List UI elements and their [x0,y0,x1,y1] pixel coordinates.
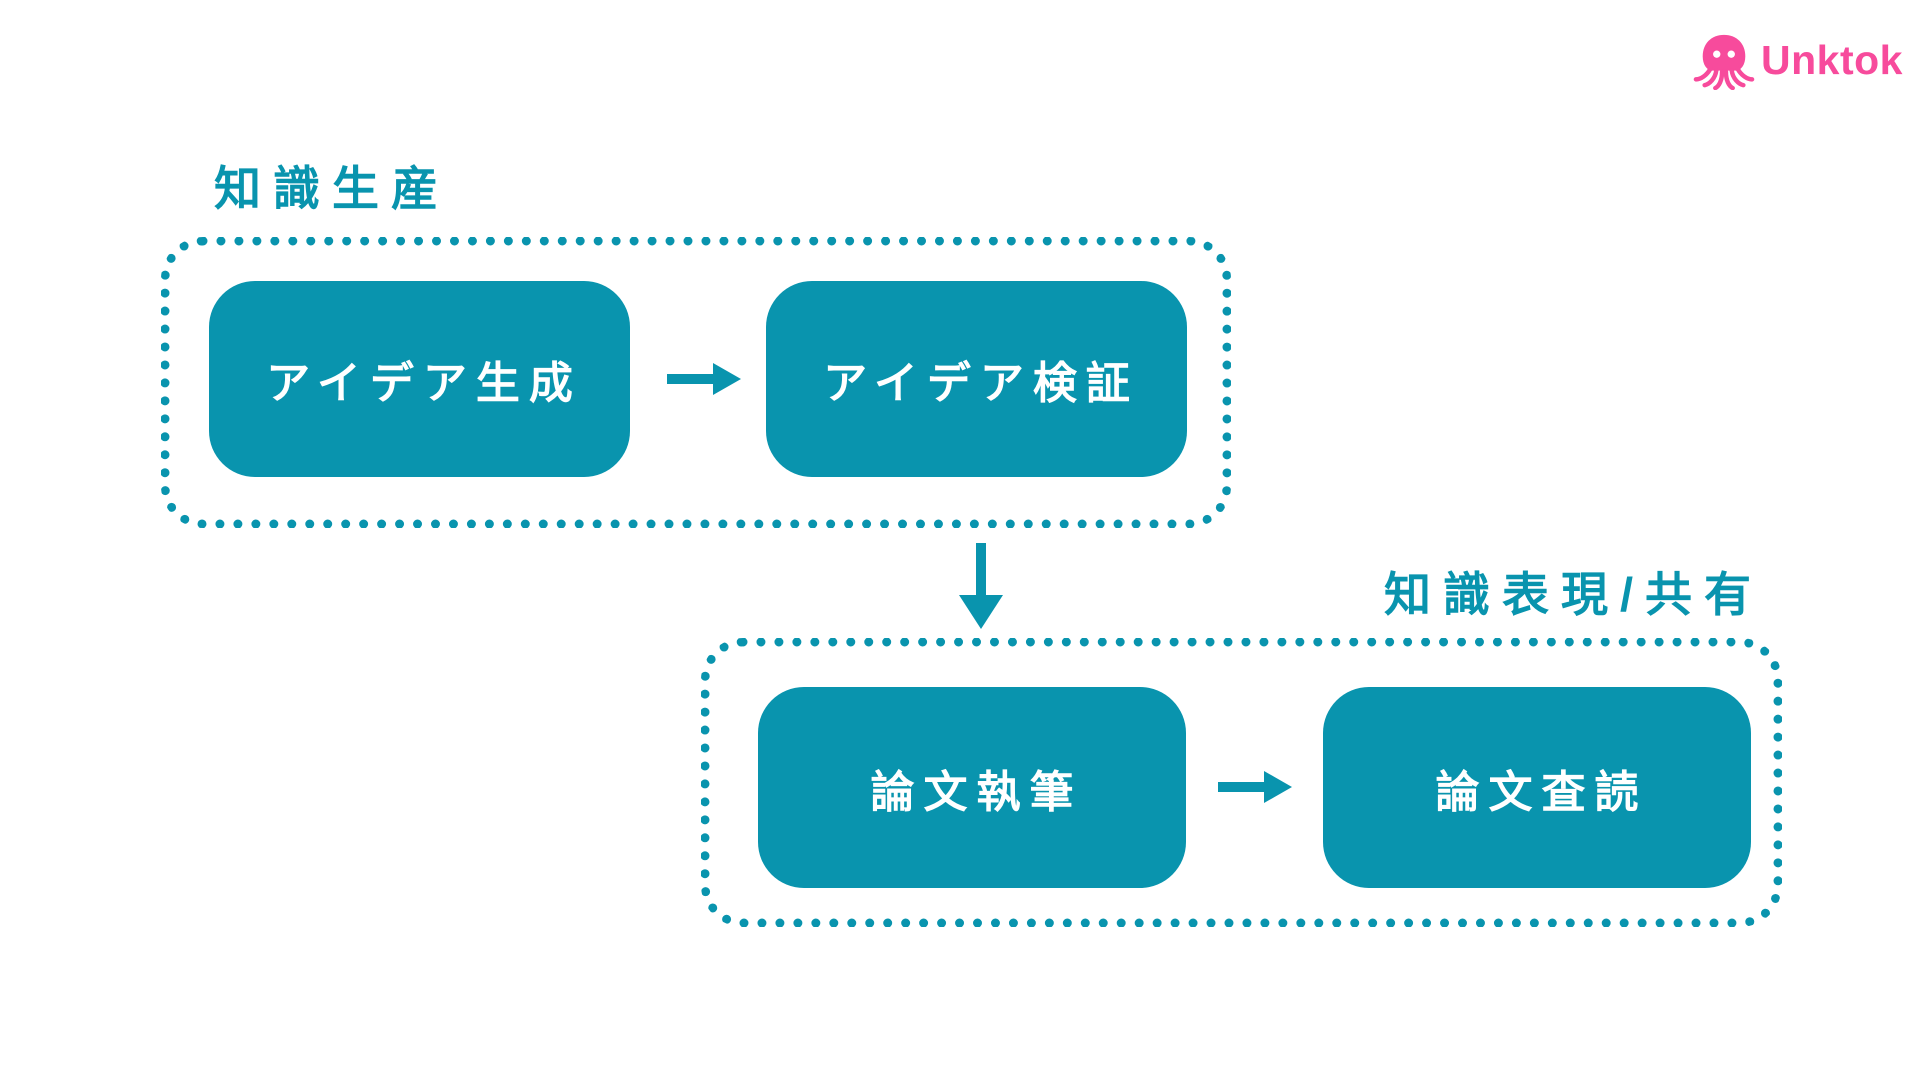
arrow-right-icon [667,357,741,401]
group-knowledge-sharing: 論文執筆 論文査読 [701,638,1782,927]
node-label: アイデア生成 [266,359,582,408]
section-label-knowledge-sharing: 知識表現/共有 [1384,568,1764,621]
node-label: アイデア検証 [823,359,1139,408]
arrow-right-icon [1218,765,1292,809]
section-label-knowledge-production: 知識生産 [214,162,450,215]
node-idea-generation: アイデア生成 [209,281,630,477]
logo-text: Unktok [1761,36,1903,83]
node-label: 論文査読 [1435,767,1648,817]
node-idea-verification: アイデア検証 [766,281,1187,477]
node-paper-review: 論文査読 [1323,687,1751,888]
octopus-icon [1693,34,1755,90]
unktok-logo: Unktok [1693,30,1903,90]
node-paper-writing: 論文執筆 [758,687,1186,888]
group-knowledge-production: アイデア生成 アイデア検証 [161,237,1231,528]
arrow-down-icon [957,543,1005,629]
node-label: 論文執筆 [870,767,1083,817]
